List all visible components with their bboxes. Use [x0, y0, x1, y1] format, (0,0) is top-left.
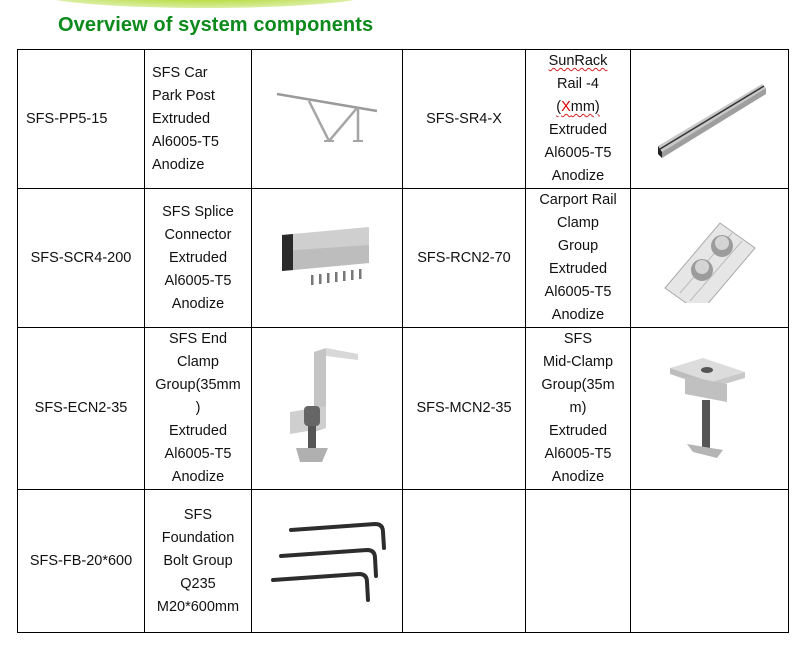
header-swoosh-decoration	[40, 0, 370, 8]
foundation-bolt-image	[251, 489, 403, 633]
part-code: SFS-RCN2-70	[402, 188, 526, 328]
car-park-post-image	[251, 49, 403, 189]
sunrack-rail-image	[630, 49, 789, 189]
part-code: SFS-ECN2-35	[17, 327, 145, 490]
table-row: SFS-PP5-15 SFS Car Park Post Extruded Al…	[17, 49, 789, 189]
part-description: SFS Foundation Bolt Group Q235 M20*600mm	[144, 489, 252, 633]
mid-clamp-image	[630, 327, 789, 490]
table-row: SFS-ECN2-35 SFS End Clamp Group(35mm ) E…	[17, 327, 789, 490]
table-row: SFS-SCR4-200 SFS Splice Connector Extrud…	[17, 188, 789, 328]
part-code: SFS-PP5-15	[17, 49, 145, 189]
part-description: SFS End Clamp Group(35mm ) Extruded Al60…	[144, 327, 252, 490]
end-clamp-image	[251, 327, 403, 490]
empty-cell	[630, 489, 789, 633]
part-description: SFS Splice Connector Extruded Al6005-T5 …	[144, 188, 252, 328]
part-description: SFS Car Park Post Extruded Al6005-T5 Ano…	[144, 49, 252, 189]
table-row: SFS-FB-20*600 SFS Foundation Bolt Group …	[17, 489, 789, 633]
empty-cell	[402, 489, 526, 633]
components-table: SFS-PP5-15 SFS Car Park Post Extruded Al…	[17, 49, 789, 633]
part-description: Carport Rail Clamp Group Extruded Al6005…	[525, 188, 631, 328]
part-description: SunRack Rail -4 (Xmm) Extruded Al6005-T5…	[525, 49, 631, 189]
part-code: SFS-FB-20*600	[17, 489, 145, 633]
part-description: SFS Mid-Clamp Group(35m m) Extruded Al60…	[525, 327, 631, 490]
rail-clamp-image	[630, 188, 789, 328]
part-code: SFS-SCR4-200	[17, 188, 145, 328]
part-code: SFS-MCN2-35	[402, 327, 526, 490]
empty-cell	[525, 489, 631, 633]
part-code: SFS-SR4-X	[402, 49, 526, 189]
splice-connector-image	[251, 188, 403, 328]
page-title: Overview of system components	[58, 14, 374, 36]
